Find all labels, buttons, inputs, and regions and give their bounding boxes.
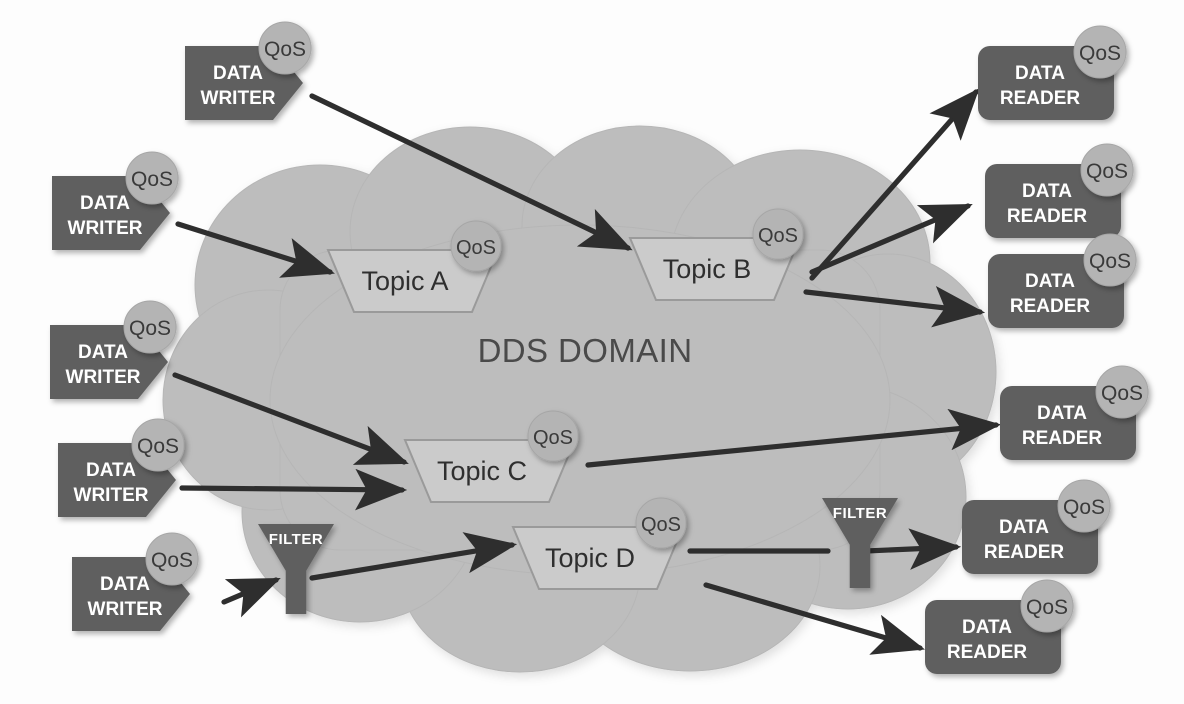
connection-topicb-reader2 <box>809 203 973 275</box>
data-reader-node[interactable]: DATA READER QoS <box>988 233 1137 328</box>
qos-badge-reader-1[interactable]: QoS <box>1073 25 1127 79</box>
data-writer-label-line2: WRITER <box>88 599 163 620</box>
connection-filter-reader5 <box>863 528 962 570</box>
filter-label: FILTER <box>269 531 323 548</box>
qos-badge-writer-2[interactable]: QoS <box>125 151 179 205</box>
qos-badge-topic-a[interactable]: QoS <box>450 220 502 272</box>
qos-badge-label: QoS <box>1089 250 1131 273</box>
qos-badge-reader-3[interactable]: QoS <box>1083 233 1137 287</box>
domain-label: DDS DOMAIN <box>478 332 693 369</box>
qos-badge-label: QoS <box>137 435 179 458</box>
data-writer-node[interactable]: DATA WRITER QoS <box>50 300 177 399</box>
data-reader-label-line1: DATA <box>962 617 1012 638</box>
connection-writer1-topicb <box>309 93 633 251</box>
connection-topicb-reader1 <box>809 88 980 281</box>
connection-topicb-reader3 <box>803 285 986 328</box>
topic-node-topic-c[interactable]: Topic C QoS <box>403 410 579 503</box>
qos-badge-label: QoS <box>641 514 681 536</box>
qos-badge-label: QoS <box>758 225 798 247</box>
qos-badge-reader-6[interactable]: QoS <box>1020 579 1074 633</box>
data-reader-node[interactable]: DATA READER QoS <box>978 25 1127 120</box>
data-writer-label-line2: WRITER <box>66 367 141 388</box>
data-reader-node[interactable]: DATA READER QoS <box>1000 365 1149 460</box>
qos-badge-label: QoS <box>1063 496 1105 519</box>
connection-writer3-topicc <box>172 372 409 465</box>
filter-node[interactable]: FILTER <box>822 498 898 588</box>
qos-badge-reader-4[interactable]: QoS <box>1095 365 1149 419</box>
topic-label: Topic C <box>437 456 527 486</box>
qos-badge-label: QoS <box>129 317 171 340</box>
qos-badge-label: QoS <box>131 168 173 191</box>
connection-writer4-topicc <box>179 468 408 511</box>
topic-label: Topic B <box>663 254 752 284</box>
topics-layer: Topic A QoS Topic B QoS Topic C QoS Topic D QoS <box>326 208 804 590</box>
data-reader-label-line1: DATA <box>1015 63 1065 84</box>
qos-badge-label: QoS <box>151 549 193 572</box>
data-reader-node[interactable]: DATA READER QoS <box>985 143 1134 238</box>
data-reader-label-line2: READER <box>947 642 1028 663</box>
qos-badge-label: QoS <box>1101 382 1143 405</box>
data-reader-node[interactable]: DATA READER QoS <box>962 479 1111 574</box>
data-reader-label-line1: DATA <box>999 517 1049 538</box>
filter-node[interactable]: FILTER <box>258 524 334 614</box>
topic-shape <box>628 237 802 301</box>
connection-layer <box>172 88 1002 655</box>
connection-topicd-reader6 <box>703 582 925 655</box>
qos-badge-topic-b[interactable]: QoS <box>752 208 804 260</box>
filter-label: FILTER <box>833 505 887 522</box>
data-reader-label-line1: DATA <box>1025 271 1075 292</box>
qos-badge-label: QoS <box>533 427 573 449</box>
qos-badge-label: QoS <box>456 237 496 259</box>
data-writer-label-line1: DATA <box>78 342 128 363</box>
qos-badge-writer-4[interactable]: QoS <box>131 418 185 472</box>
qos-badge-writer-5[interactable]: QoS <box>145 532 199 586</box>
data-writer-label-line2: WRITER <box>68 218 143 239</box>
data-writer-node[interactable]: DATA WRITER QoS <box>185 21 312 120</box>
qos-badge-label: QoS <box>264 38 306 61</box>
topic-node-topic-b[interactable]: Topic B QoS <box>628 208 804 301</box>
nodes-layer: DATAWRITERQoSDATAWRITERQoSDATAWRITERQoSD… <box>50 21 1149 674</box>
data-writer-label-line1: DATA <box>100 574 150 595</box>
qos-badge-reader-2[interactable]: QoS <box>1080 143 1134 197</box>
data-writer-label-line2: WRITER <box>74 485 149 506</box>
qos-badge-label: QoS <box>1079 42 1121 65</box>
data-writer-label-line2: WRITER <box>201 88 276 109</box>
qos-badge-reader-5[interactable]: QoS <box>1057 479 1111 533</box>
connection-writer5-filter <box>221 577 281 618</box>
qos-badge-topic-c[interactable]: QoS <box>527 410 579 462</box>
data-writer-node[interactable]: DATA WRITER QoS <box>52 151 179 250</box>
connection-writer2-topica <box>175 221 335 278</box>
data-writer-label-line1: DATA <box>86 460 136 481</box>
topic-label: Topic D <box>545 543 635 573</box>
filter-funnel-shape <box>258 524 334 614</box>
data-reader-label-line2: READER <box>1010 296 1091 317</box>
topic-shape <box>326 249 500 313</box>
qos-badge-topic-d[interactable]: QoS <box>635 497 687 549</box>
data-reader-label-line1: DATA <box>1022 181 1072 202</box>
data-reader-label-line2: READER <box>1000 88 1081 109</box>
data-writer-node[interactable]: DATA WRITER QoS <box>58 418 185 517</box>
qos-badge-writer-1[interactable]: QoS <box>258 21 312 75</box>
data-reader-label-line1: DATA <box>1037 403 1087 424</box>
connection-filter-topicd <box>309 532 518 581</box>
data-writer-label-line1: DATA <box>213 63 263 84</box>
topic-node-topic-a[interactable]: Topic A QoS <box>326 220 502 313</box>
data-writer-node[interactable]: DATA WRITER QoS <box>72 532 199 631</box>
data-reader-label-line2: READER <box>984 542 1065 563</box>
topic-shape <box>403 439 577 503</box>
topic-node-topic-d[interactable]: Topic D QoS <box>511 497 687 590</box>
topic-shape <box>511 526 685 590</box>
data-reader-node[interactable]: DATA READER QoS <box>925 579 1074 674</box>
data-writer-label-line1: DATA <box>80 193 130 214</box>
qos-badge-label: QoS <box>1086 160 1128 183</box>
connection-topicc-reader4 <box>585 408 1002 468</box>
data-reader-label-line2: READER <box>1007 206 1088 227</box>
qos-badge-label: QoS <box>1026 596 1068 619</box>
qos-badge-writer-3[interactable]: QoS <box>123 300 177 354</box>
filter-funnel-shape <box>822 498 898 588</box>
data-reader-label-line2: READER <box>1022 428 1103 449</box>
topic-label: Topic A <box>361 266 448 296</box>
